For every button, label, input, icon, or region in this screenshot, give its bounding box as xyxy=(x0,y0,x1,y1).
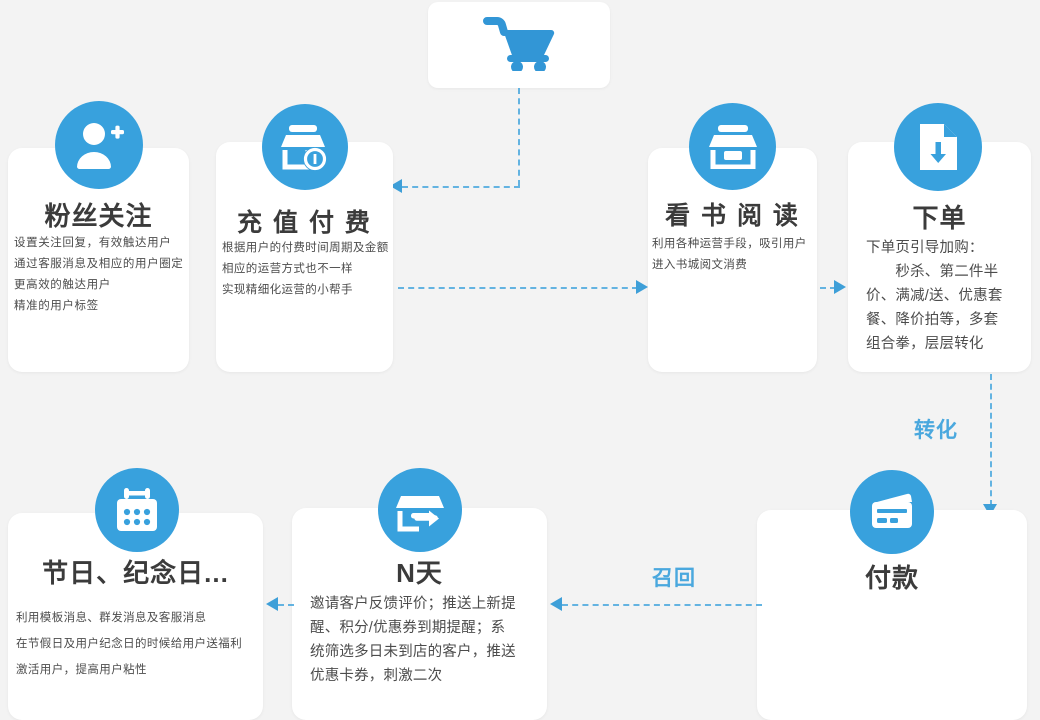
entry-cart-card xyxy=(428,2,610,88)
edge-ndays-to-festival-line xyxy=(278,604,294,606)
node-n-days-title: N天 xyxy=(396,558,443,588)
body-line: 根据用户的付费时间周期及金额 xyxy=(222,242,389,254)
edge-recharge-to-read-arrow xyxy=(636,280,648,294)
node-festival-title: 节日、纪念日... xyxy=(42,558,229,588)
body-line: 精准的用户标签 xyxy=(14,300,99,312)
edge-recharge-to-read-line xyxy=(398,287,638,289)
node-payment-title: 付款 xyxy=(864,563,919,593)
calendar-icon xyxy=(95,468,179,552)
edge-payment-to-ndays-label: 召回 xyxy=(652,567,696,590)
node-read-book-title: 看 书 阅 读 xyxy=(665,202,800,230)
body-line: 邀请客户反馈评价；推送上新提 xyxy=(310,596,516,612)
edge-read-to-order-arrow xyxy=(834,280,846,294)
body-line: 价、满减/送、优惠套 xyxy=(866,288,1003,304)
body-line: 下单页引导加购： xyxy=(866,240,984,256)
body-line: 优惠卡券，刺激二次 xyxy=(310,668,443,684)
body-line: 利用模板消息、群发消息及客服消息 xyxy=(16,612,207,624)
shop-icon xyxy=(689,103,776,190)
body-line: 设置关注回复，有效触达用户 xyxy=(14,237,172,249)
edge-order-to-payment-line xyxy=(990,374,992,506)
node-fans-follow-body: 设置关注回复，有效触达用户 通过客服消息及相应的用户圈定 更高效的触达用户 精准… xyxy=(14,233,189,317)
shop-arrow-icon xyxy=(378,468,462,552)
node-fans-follow-title: 粉丝关注 xyxy=(44,201,153,231)
body-line: 更高效的触达用户 xyxy=(14,279,111,291)
edge-read-to-order-line xyxy=(820,287,836,289)
edge-payment-to-ndays-arrow xyxy=(550,597,562,611)
body-line: 利用各种运营手段，吸引用户 xyxy=(652,238,807,250)
body-line: 秒杀、第二件半 xyxy=(866,264,999,280)
body-line: 组合拳，层层转化 xyxy=(866,336,984,352)
node-n-days-body: 邀请客户反馈评价；推送上新提 醒、积分/优惠券到期提醒；系 统筛选多日未到店的客… xyxy=(310,592,550,688)
node-place-order-body: 下单页引导加购： 秒杀、第二件半 价、满减/送、优惠套 餐、降价拍等，多套 组合… xyxy=(866,236,1034,356)
body-line: 进入书城阅文消费 xyxy=(652,259,748,271)
body-line: 通过客服消息及相应的用户圈定 xyxy=(14,258,184,270)
node-festival-body: 利用模板消息、群发消息及客服消息 在节假日及用户纪念日的时候给用户送福利 激活用… xyxy=(16,605,266,683)
body-line: 激活用户，提高用户粘性 xyxy=(16,664,147,676)
edge-cart-to-recharge-vline xyxy=(518,88,520,186)
edge-ndays-to-festival-arrow xyxy=(266,597,278,611)
node-place-order-title: 下单 xyxy=(912,203,967,233)
body-line: 餐、降价拍等，多套 xyxy=(866,312,999,328)
file-download-icon xyxy=(894,103,982,191)
shopping-cart-icon xyxy=(481,15,557,76)
shop-coin-icon xyxy=(262,104,348,190)
edge-order-to-payment-label: 转化 xyxy=(914,419,958,442)
node-read-book-body: 利用各种运营手段，吸引用户 进入书城阅文消费 xyxy=(652,234,822,276)
edge-cart-to-recharge-hline xyxy=(402,186,520,188)
user-add-icon xyxy=(55,101,143,189)
node-recharge-pay-body: 根据用户的付费时间周期及金额 相应的运营方式也不一样 实现精细化运营的小帮手 xyxy=(222,238,397,301)
body-line: 统筛选多日未到店的客户，推送 xyxy=(310,644,516,660)
body-line: 实现精细化运营的小帮手 xyxy=(222,284,353,296)
node-recharge-pay-title: 充 值 付 费 xyxy=(237,209,372,237)
credit-card-icon xyxy=(850,470,934,554)
edge-payment-to-ndays-line xyxy=(562,604,762,606)
body-line: 醒、积分/优惠券到期提醒；系 xyxy=(310,620,506,636)
body-line: 相应的运营方式也不一样 xyxy=(222,263,353,275)
edge-cart-to-recharge-arrow xyxy=(390,179,402,193)
body-line: 在节假日及用户纪念日的时候给用户送福利 xyxy=(16,638,243,650)
